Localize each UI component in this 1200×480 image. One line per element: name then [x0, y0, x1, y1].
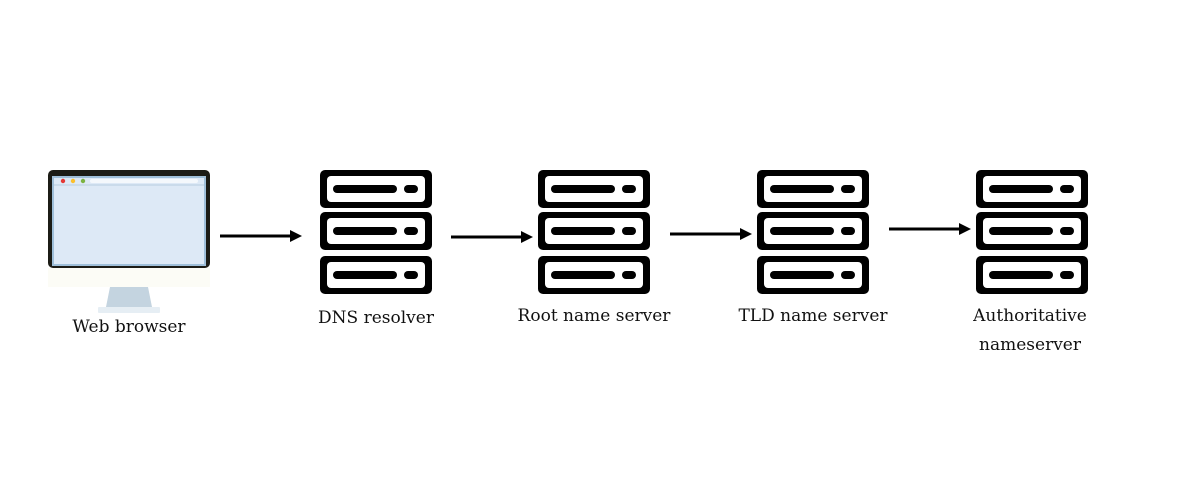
node-label-line-1: Authoritative [973, 306, 1087, 326]
root-name-server-node [538, 170, 650, 294]
node-label-line-2: nameserver [979, 335, 1081, 355]
server-icon [976, 170, 1088, 294]
node-label-dns-resolver: DNS resolver [318, 308, 434, 328]
authoritative-nameserver-node [976, 170, 1088, 294]
arrow-right-icon [220, 230, 302, 242]
node-label-tld-name-server: TLD name server [738, 306, 888, 326]
arrow-right-icon [889, 223, 971, 235]
server-icon [538, 170, 650, 294]
node-label-web-browser: Web browser [72, 317, 186, 337]
web-browser-node [46, 170, 212, 320]
arrow-right-icon [670, 228, 752, 240]
arrow-right-icon [451, 231, 533, 243]
red-dot-icon [60, 178, 66, 184]
server-icon [757, 170, 869, 294]
tld-name-server-node [757, 170, 869, 294]
dns-resolver-node [320, 170, 432, 294]
green-dot-icon [80, 178, 86, 184]
yellow-dot-icon [70, 178, 76, 184]
monitor-icon [48, 170, 210, 313]
node-label-authoritative-nameserver: Authoritative nameserver [930, 302, 1130, 360]
node-label-root-name-server: Root name server [517, 306, 671, 326]
server-icon [320, 170, 432, 294]
